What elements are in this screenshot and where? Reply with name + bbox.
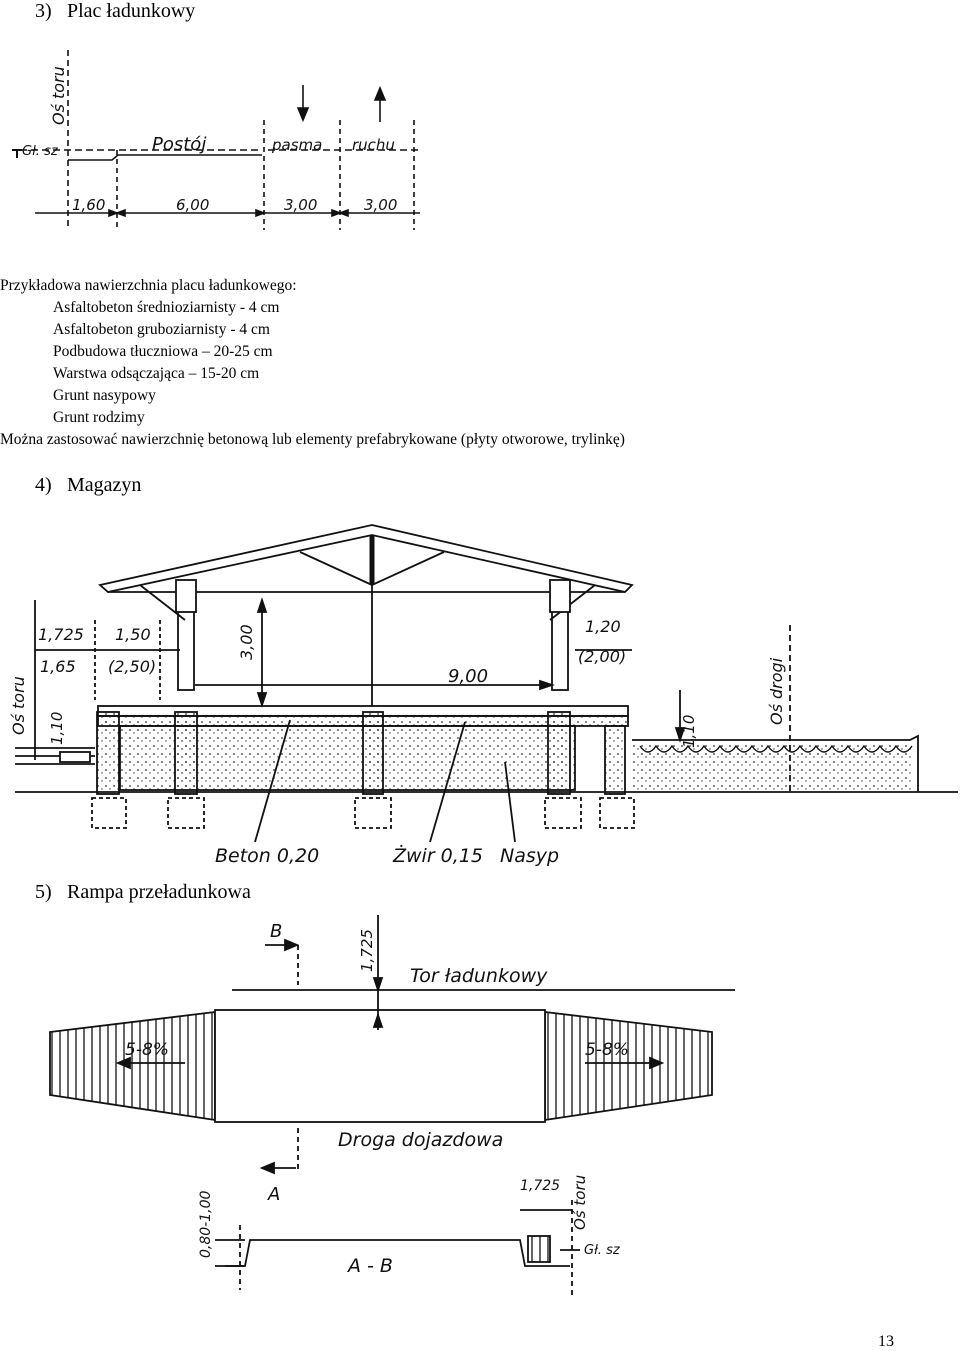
os-drogi-label: Oś drogi (767, 657, 786, 725)
slope-label: 5-8% (585, 1040, 629, 1060)
dim-label: (2,00) (578, 647, 626, 666)
page-number: 13 (878, 1333, 894, 1350)
os-toru-label: Oś toru (9, 676, 28, 735)
dim-label: 1,725 (38, 625, 84, 644)
pasma-label: pasma (271, 136, 322, 154)
section-heading-rampa: 5) Rampa przeładunkowa (35, 881, 251, 904)
section-number: 3) (35, 0, 52, 22)
nasyp-label: Nasyp (500, 845, 559, 867)
section-heading-plac: 3) Plac ładunkowy (35, 0, 195, 23)
nawierzchnia-intro: Przykładowa nawierzchnia placu ładunkowe… (0, 277, 297, 294)
postoj-label: Postój (152, 134, 206, 155)
zwir-label: Żwir 0,15 (392, 844, 483, 867)
dim-label: 3,00 (284, 196, 317, 214)
section-number: 5) (35, 881, 52, 903)
dim-label: 1,10 (48, 712, 66, 745)
tor-label: Tor ładunkowy (410, 965, 548, 987)
layer-item: Grunt nasypowy (53, 387, 156, 404)
slope-label: 5-8% (125, 1040, 169, 1060)
section-ab-label: A - B (346, 1255, 393, 1277)
section-title: Plac ładunkowy (67, 0, 196, 22)
section-marker-b: B (270, 921, 282, 942)
dim-label: (2,50) (108, 657, 156, 676)
magazyn-cross-section-drawing: 1,725 1,50 1,65 (2,50) 3,00 9,00 1,20 (2… (9, 524, 958, 867)
section-heading-magazyn: 4) Magazyn (35, 474, 141, 497)
dim-label: 9,00 (448, 666, 488, 687)
dim-label: 3,00 (364, 196, 397, 214)
rampa-plan-drawing: B A 1,725 Tor ładunkowy 5-8% 5-8% Droga … (49, 915, 735, 1298)
dim-label: 1,60 (72, 196, 105, 214)
layer-item: Asfaltobeton gruboziarnisty - 4 cm (53, 321, 270, 338)
section-title: Rampa przeładunkowa (67, 881, 251, 903)
gl-sz-label: Gł. sz (584, 1243, 621, 1258)
dim-label: 1,725 (358, 929, 376, 972)
section-title: Magazyn (67, 474, 142, 496)
ruchu-label: ruchu (352, 136, 395, 154)
beton-label: Beton 0,20 (215, 845, 319, 867)
nawierzchnia-note: Można zastosować nawierzchnię betonową l… (0, 431, 625, 448)
plac-cross-section-drawing: Oś toru Gł. sz Postój pasma ruchu 1,60 6… (12, 50, 420, 230)
section-marker-a: A (267, 1184, 280, 1205)
section-number: 4) (35, 474, 52, 496)
dim-label: 3,00 (237, 624, 256, 660)
dim-label: 1,50 (115, 625, 151, 644)
dim-label: 1,20 (585, 617, 621, 636)
dim-label: 0,80-1,00 (198, 1191, 214, 1258)
os-toru-label: Oś toru (571, 1175, 589, 1230)
os-toru-label: Oś toru (49, 66, 68, 125)
dim-label: 1,725 (520, 1178, 560, 1194)
droga-label: Droga dojazdowa (338, 1129, 503, 1151)
dim-label: 1,10 (680, 715, 698, 748)
layer-item: Warstwa odsączająca – 15-20 cm (53, 365, 260, 382)
layer-item: Podbudowa tłuczniowa – 20-25 cm (53, 343, 273, 360)
dim-label: 1,65 (40, 657, 76, 676)
gl-sz-label: Gł. sz (22, 144, 59, 159)
layer-item: Asfaltobeton średnioziarnisty - 4 cm (53, 299, 280, 316)
dim-label: 6,00 (176, 196, 209, 214)
layer-item: Grunt rodzimy (53, 409, 145, 426)
